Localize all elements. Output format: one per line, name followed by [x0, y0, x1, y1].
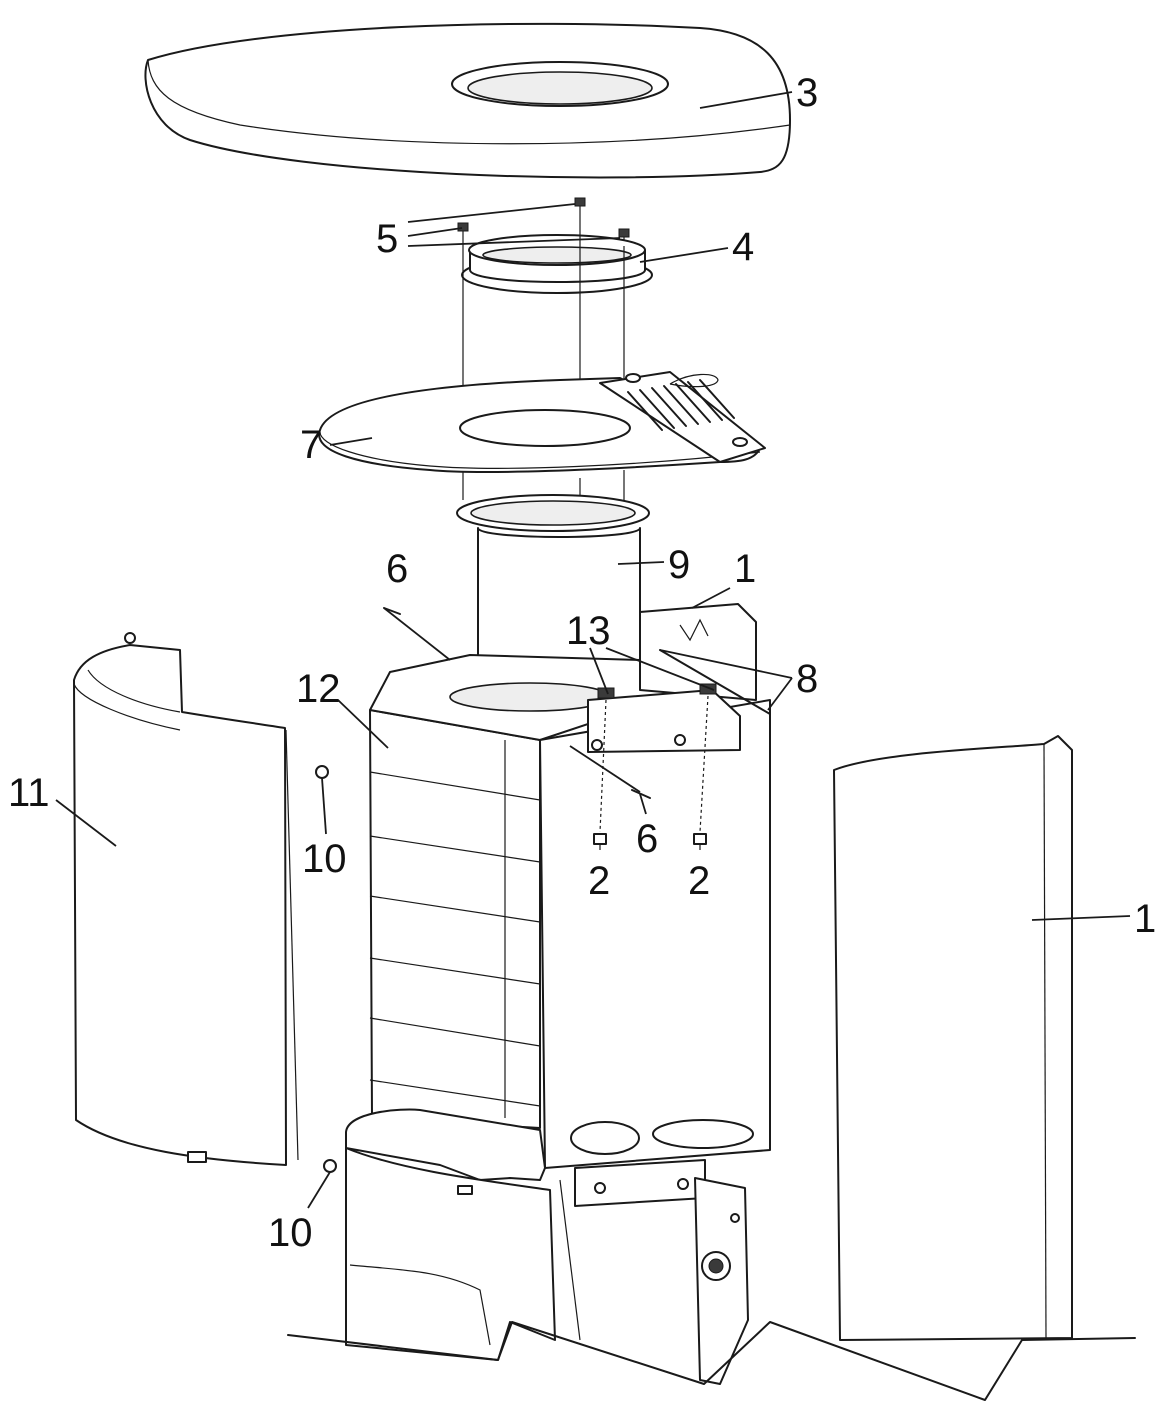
base-pedestal — [345, 1108, 749, 1385]
rear-bracket — [639, 603, 771, 715]
right-side-panel — [833, 735, 1073, 1341]
lower-flue-ring — [456, 470, 650, 532]
callout-7: 7 — [300, 423, 322, 467]
callout-13: 13 — [566, 609, 611, 653]
mounting-bracket — [587, 683, 741, 753]
callout-1-rear: 1 — [734, 547, 756, 591]
callout-8: 8 — [796, 657, 818, 701]
callout-6-upper: 6 — [386, 547, 408, 591]
callout-2-right: 2 — [688, 859, 710, 903]
screws — [457, 197, 630, 246]
floor-break-lines — [287, 1321, 1136, 1401]
callout-3: 3 — [796, 71, 818, 115]
callout-2-left: 2 — [588, 859, 610, 903]
callout-11: 11 — [8, 771, 50, 815]
callout-6-lower: 6 — [636, 817, 658, 861]
callout-1-right: 1 — [1134, 897, 1156, 941]
callout-5: 5 — [376, 217, 398, 261]
bolts — [593, 695, 709, 850]
left-side-panel — [73, 632, 299, 1166]
callout-labels: 3 5 4 7 6 9 1 13 8 12 11 10 6 2 2 1 10 — [8, 71, 1156, 1255]
collar-ring — [461, 234, 653, 294]
stove-body — [369, 654, 771, 1169]
callout-9: 9 — [668, 543, 690, 587]
callout-12: 12 — [296, 667, 341, 711]
top-cover — [144, 22, 791, 179]
grille-slots — [627, 379, 735, 431]
callout-10-upper: 10 — [302, 837, 347, 881]
flange-plate — [318, 371, 766, 474]
callout-4: 4 — [732, 225, 754, 269]
leader-lines — [55, 91, 1131, 1209]
callout-10-lower: 10 — [268, 1211, 313, 1255]
stone-courses — [369, 740, 541, 1118]
